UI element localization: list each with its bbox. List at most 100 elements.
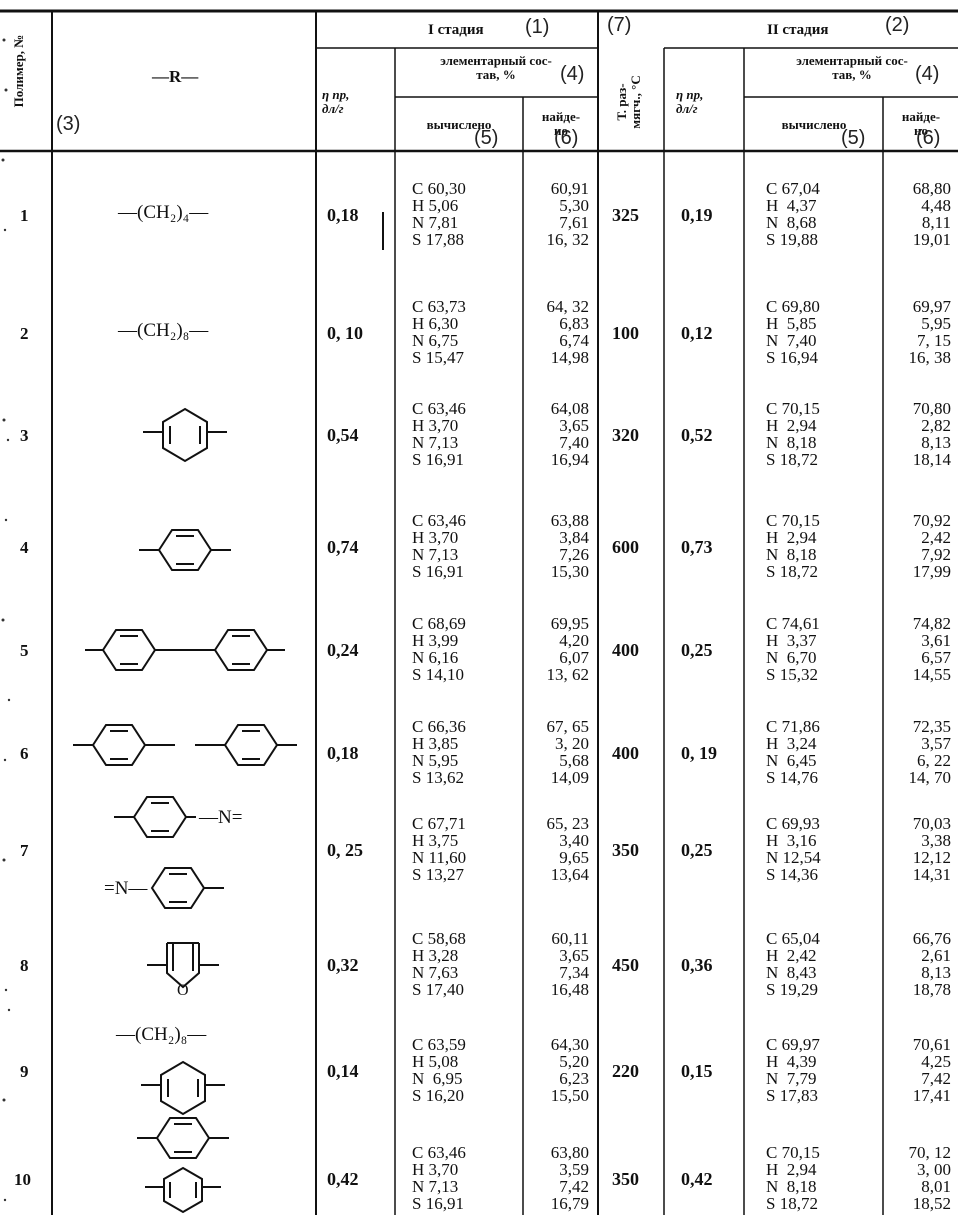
found-stage1: 14,09 <box>550 768 589 787</box>
found-stage2: 70,61 <box>912 1035 951 1054</box>
eta-stage1: 0,14 <box>327 1061 359 1081</box>
calc-stage2-h: H 2,94 <box>766 528 817 547</box>
calc-stage1-s: S 17,40 <box>412 980 464 999</box>
found-stage1: 3,84 <box>559 528 589 547</box>
calc-stage2-c: C 74,61 <box>766 614 820 633</box>
found-stage1: 7,26 <box>559 545 589 564</box>
found-stage2: 17,41 <box>912 1086 951 1105</box>
row-number: 5 <box>20 641 29 660</box>
found-stage2: 12,12 <box>912 848 951 867</box>
calc-stage2-n: N 6,70 <box>766 648 817 667</box>
calc-stage2-h: H 2,42 <box>766 946 817 965</box>
calc-stage1-n: N 5,95 <box>412 751 459 770</box>
annotation-3: (3) <box>56 113 81 135</box>
found-stage1: 67, 65 <box>546 717 590 736</box>
eta-stage1: 0,18 <box>327 743 359 763</box>
calc-stage2-s: S 18,72 <box>766 562 818 581</box>
calc-stage1-h: H 5,06 <box>412 196 459 215</box>
found-stage1: 5,30 <box>559 196 589 215</box>
eta-stage2: 0, 19 <box>681 743 717 763</box>
found-stage2: 69,97 <box>912 297 951 316</box>
r-group-formula: —(CH₂)₈— <box>118 320 209 341</box>
calc-stage2-c: C 69,93 <box>766 814 820 833</box>
calc-stage2-h: H 3,37 <box>766 631 817 650</box>
calc-stage1-h: H 3,75 <box>412 831 459 850</box>
annotation-2: (2) <box>885 14 910 36</box>
calc-stage1-c: C 63,59 <box>412 1035 466 1054</box>
header-elem-comp-1: элементарный сос- тав, % <box>440 53 552 82</box>
r-group-drawings <box>73 407 297 1214</box>
found-stage1: 7,40 <box>559 433 589 452</box>
found-stage2: 7,42 <box>921 1069 951 1088</box>
calc-stage1-h: H 6,30 <box>412 314 459 333</box>
found-stage2: 16, 38 <box>908 348 952 367</box>
found-stage2: 70,03 <box>912 814 951 833</box>
calc-stage1-s: S 15,47 <box>412 348 464 367</box>
calc-stage2-n: N 8,18 <box>766 1177 817 1196</box>
found-stage2: 6, 22 <box>917 751 951 770</box>
eta-stage2: 0,42 <box>681 1169 713 1189</box>
row-number: 6 <box>20 744 29 763</box>
found-stage1: 3,65 <box>559 416 589 435</box>
calc-stage2-s: S 18,72 <box>766 450 818 469</box>
row-number: 2 <box>20 324 29 343</box>
found-stage2: 18,14 <box>912 450 951 469</box>
p-phenylene-structure <box>139 529 231 571</box>
found-stage1: 63,80 <box>550 1143 589 1162</box>
m-phenylene-structure <box>143 407 227 463</box>
found-stage2: 4,48 <box>921 196 951 215</box>
calc-stage1-c: C 58,68 <box>412 929 466 948</box>
found-stage2: 17,99 <box>912 562 951 581</box>
calc-stage1-n: N 7,13 <box>412 433 459 452</box>
found-stage1: 3,59 <box>559 1160 589 1179</box>
found-stage1: 7,42 <box>559 1177 589 1196</box>
calc-stage2-s: S 17,83 <box>766 1086 818 1105</box>
calc-stage2-c: C 69,97 <box>766 1035 820 1054</box>
found-stage2: 70,92 <box>912 511 951 530</box>
svg-text:O: O <box>177 982 189 999</box>
eta-stage2: 0,25 <box>681 840 713 860</box>
header-softening-temp: Т. раз- мягч., °С <box>614 75 643 129</box>
row-number: 8 <box>20 956 29 975</box>
found-stage1: 16, 32 <box>546 230 590 249</box>
annotation-5b: (5) <box>841 127 866 149</box>
calc-stage2-n: N 8,68 <box>766 213 817 232</box>
found-stage1: 60,11 <box>551 929 589 948</box>
calc-stage1-h: H 5,08 <box>412 1052 459 1071</box>
annotation-4a: (4) <box>560 63 585 85</box>
eta-stage1: 0,74 <box>327 537 359 557</box>
svg-text:=N—: =N— <box>104 878 148 899</box>
eta-stage2: 0,15 <box>681 1061 713 1081</box>
calc-stage1-s: S 16,91 <box>412 1194 464 1213</box>
calc-stage2-s: S 15,32 <box>766 665 818 684</box>
calc-stage1-c: C 63,46 <box>412 511 466 530</box>
eta-stage2: 0,25 <box>681 640 713 660</box>
header-viscosity-2: η пр, дл/г <box>676 87 704 116</box>
eta-stage1: 0,32 <box>327 955 359 975</box>
header-calculated-1: вычислено <box>426 117 492 132</box>
found-stage2: 18,52 <box>912 1194 951 1213</box>
found-stage2: 2,61 <box>921 946 951 965</box>
calc-stage1-s: S 14,10 <box>412 665 464 684</box>
found-stage1: 3,40 <box>559 831 589 850</box>
found-stage1: 16,48 <box>550 980 589 999</box>
calc-stage1-c: C 67,71 <box>412 814 466 833</box>
found-stage1: 16,94 <box>550 450 589 469</box>
calc-stage1-n: N 6,75 <box>412 331 459 350</box>
annotation-5a: (5) <box>474 127 499 149</box>
header-found-1: найде- но <box>541 109 581 138</box>
annotation-7: (7) <box>607 14 632 36</box>
calc-stage1-n: N 7,13 <box>412 545 459 564</box>
calc-stage2-h: H 3,16 <box>766 831 817 850</box>
found-stage2: 8,13 <box>921 963 951 982</box>
found-stage1: 6,07 <box>559 648 589 667</box>
calc-stage1-h: H 3,70 <box>412 416 459 435</box>
calc-stage2-s: S 16,94 <box>766 348 818 367</box>
annotation-6b: (6) <box>916 127 941 149</box>
found-stage2: 3, 00 <box>917 1160 951 1179</box>
calc-stage1-c: C 63,73 <box>412 297 466 316</box>
header-polymer-no: Полимер, № <box>11 34 26 108</box>
header-r-group: —R— <box>152 67 199 86</box>
found-stage1: 15,50 <box>550 1086 589 1105</box>
calc-stage2-s: S 19,29 <box>766 980 818 999</box>
